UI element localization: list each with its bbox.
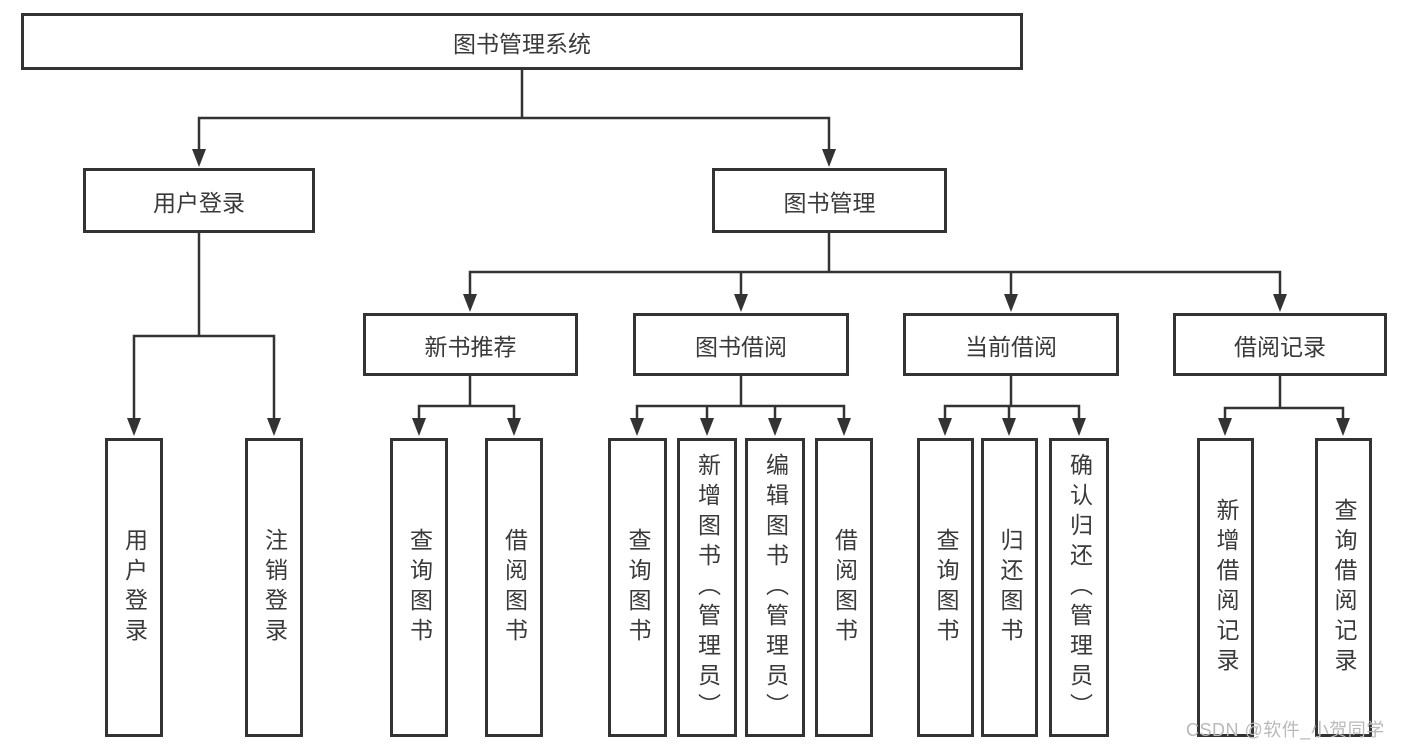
node-borrow-records: 借阅记录 — [1173, 313, 1387, 376]
leaf-query-books-recommend: 查询图书 — [390, 438, 448, 737]
node-user-login: 用户登录 — [83, 168, 315, 233]
node-book-borrowing: 图书借阅 — [633, 313, 849, 376]
leaf-add-borrow-record: 新增借阅记录 — [1197, 438, 1254, 737]
csdn-watermark: CSDN @软件_小贺同学 — [1186, 720, 1385, 740]
node-current-borrowing-label: 当前借阅 — [965, 333, 1057, 360]
node-new-book-recommend-label: 新书推荐 — [424, 333, 517, 360]
leaf-logout: 注销登录 — [245, 438, 303, 737]
node-library-system-label: 图书管理系统 — [453, 30, 591, 57]
node-book-management: 图书管理 — [712, 168, 947, 233]
node-library-system: 图书管理系统 — [21, 13, 1023, 70]
leaf-query-books-current: 查询图书 — [917, 438, 974, 737]
leaf-edit-books-admin: 编辑图书（管理员） — [745, 438, 805, 737]
node-book-borrowing-label: 图书借阅 — [695, 333, 787, 360]
leaf-user-login: 用户登录 — [105, 438, 163, 737]
tree-edges — [132, 67, 1345, 425]
node-user-login-label: 用户登录 — [153, 189, 245, 216]
node-new-book-recommend: 新书推荐 — [363, 313, 578, 376]
node-book-management-label: 图书管理 — [783, 189, 876, 216]
node-current-borrowing: 当前借阅 — [903, 313, 1119, 376]
leaf-query-borrow-record: 查询借阅记录 — [1315, 438, 1372, 737]
leaf-query-books-borrowing: 查询图书 — [608, 438, 667, 737]
leaf-borrow-books-borrowing: 借阅图书 — [815, 438, 873, 737]
node-borrow-records-label: 借阅记录 — [1234, 333, 1326, 360]
leaf-borrow-books-recommend: 借阅图书 — [485, 438, 543, 737]
leaf-return-books: 归还图书 — [981, 438, 1038, 737]
leaf-add-books-admin: 新增图书（管理员） — [677, 438, 737, 737]
leaf-confirm-return-admin: 确认归还（管理员） — [1049, 438, 1109, 737]
